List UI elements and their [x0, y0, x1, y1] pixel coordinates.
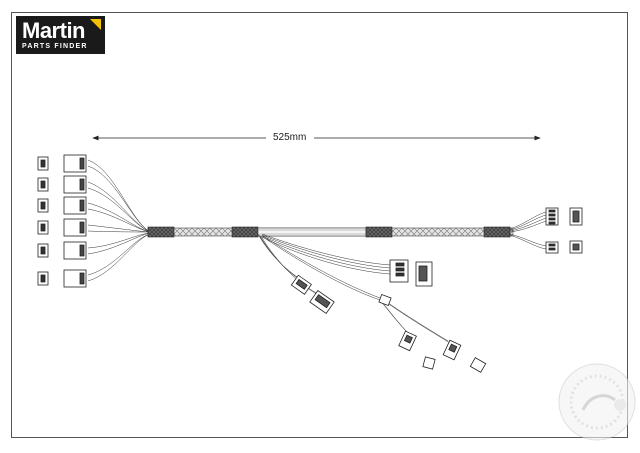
left-small-connectors [37, 156, 49, 286]
logo-flag-icon [90, 19, 101, 30]
left-wire-fanout [87, 159, 151, 282]
branch-connectors [290, 259, 487, 373]
drawing-frame [11, 12, 628, 438]
dimension-label: 525mm [270, 132, 310, 143]
logo-brand: Martin [22, 18, 86, 43]
right-connectors [545, 207, 583, 254]
martin-parts-finder-logo: Martin PARTS FINDER [16, 16, 105, 54]
right-wire-fanout [509, 211, 547, 250]
logo-subtitle: PARTS FINDER [22, 43, 88, 50]
martin-watermark-icon [558, 363, 636, 441]
left-large-connectors [63, 154, 87, 288]
main-cable-trunk [147, 226, 514, 238]
branch-wires [257, 233, 451, 344]
